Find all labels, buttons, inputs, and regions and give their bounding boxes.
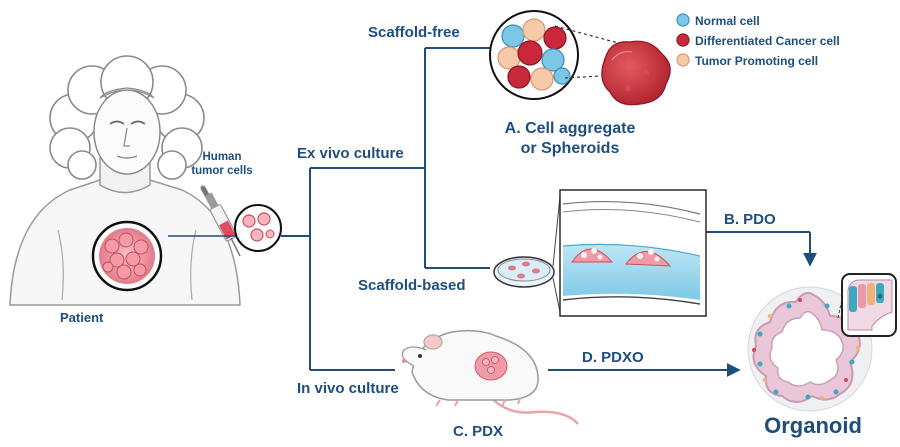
zoom-line-top [552,195,561,267]
pdx-label: C. PDX [453,423,503,440]
cell-aggregate-label-line1: A. Cell aggregate [505,120,636,137]
petri-dish-zoom-icon [559,189,707,317]
in-vivo-label: In vivo culture [297,380,399,397]
tumor-cells-dish-icon [234,204,282,252]
legend-item-promoting: Tumor Promoting cell [676,53,818,68]
legend-label: Tumor Promoting cell [695,54,818,68]
patient-label: Patient [60,310,104,325]
syringe-icon [200,185,241,257]
small-petri-dish-icon [493,256,555,288]
cell-aggregate-icon [601,40,671,106]
cancer-cell-icon [676,33,690,47]
organoid-zoom-icon [841,273,897,337]
mouse-icon [401,329,579,425]
legend-label: Normal cell [695,14,760,28]
legend-item-cancer: Differentiated Cancer cell [676,33,840,48]
human-tumor-label-line2: tumor cells [191,165,252,177]
legend: Normal cell Differentiated Cancer cell T… [676,13,840,68]
scaffold-based-label: Scaffold-based [358,277,466,294]
organoid-label: Organoid [764,413,862,438]
spheroid-icon [489,10,623,100]
scaffold-free-label: Scaffold-free [368,24,460,41]
human-tumor-label-line1: Human [203,151,242,163]
ex-vivo-label: Ex vivo culture [297,145,404,162]
legend-item-normal: Normal cell [676,13,760,28]
promoting-cell-icon [676,53,690,67]
breast-tumor-icon [91,220,163,292]
legend-label: Differentiated Cancer cell [695,34,840,48]
patient-illustration: Patient [9,55,241,325]
pdo-label: B. PDO [724,211,776,228]
normal-cell-icon [676,13,690,27]
pdxo-label: D. PDXO [582,349,644,366]
cell-aggregate-label-line2: or Spheroids [521,140,620,157]
zoom-line-bottom [552,277,561,313]
flow-lines [281,47,817,377]
